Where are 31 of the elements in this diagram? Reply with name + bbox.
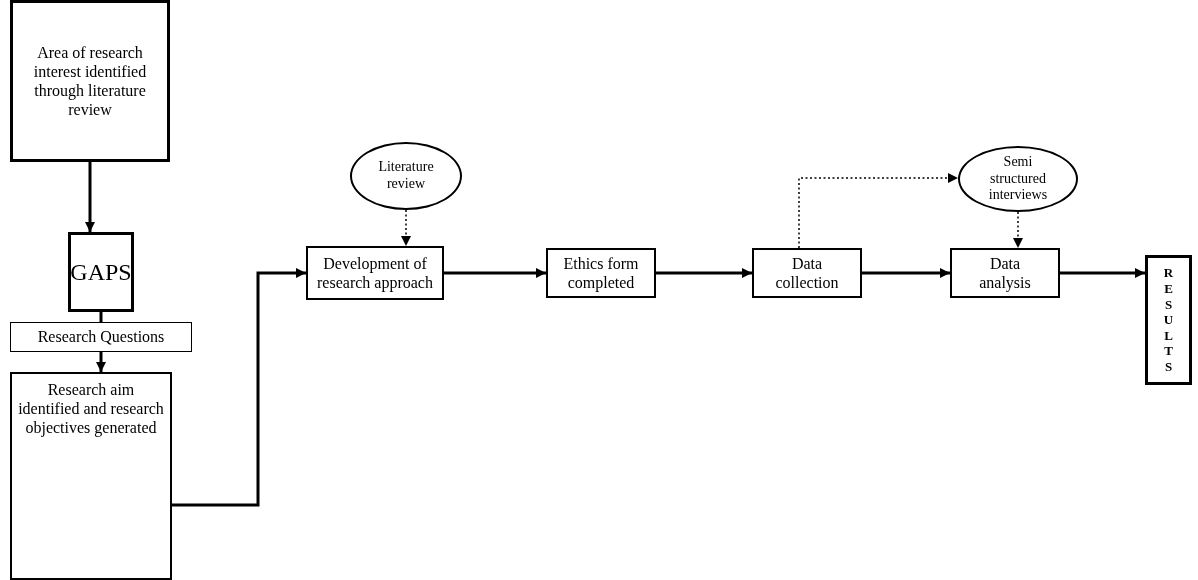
dotted-arrow bbox=[401, 209, 411, 247]
node-label: Development of research approach bbox=[316, 253, 434, 293]
node-label: RESULTS bbox=[1162, 265, 1175, 375]
node-label: GAPS bbox=[70, 257, 132, 287]
process-box bbox=[68, 232, 134, 312]
arrow bbox=[96, 352, 106, 372]
node-label: Ethics form completed bbox=[562, 253, 640, 293]
dotted-arrow bbox=[1013, 211, 1023, 249]
arrow bbox=[656, 268, 752, 278]
process-box bbox=[10, 0, 170, 162]
node-label: Semi structured interviews bbox=[987, 153, 1049, 205]
arrow bbox=[862, 268, 950, 278]
connector-line bbox=[99, 312, 103, 322]
process-box bbox=[752, 248, 862, 298]
arrow bbox=[172, 268, 306, 507]
node-label: Data collection bbox=[774, 253, 840, 293]
node-label: Literature review bbox=[377, 159, 435, 193]
dotted-arrow bbox=[798, 173, 959, 249]
node-label: Research aim identified and research objectives generated bbox=[17, 380, 165, 438]
node-label: Research Questions bbox=[37, 327, 165, 347]
node-label: Data analysis bbox=[978, 253, 1032, 293]
arrow bbox=[85, 162, 95, 232]
process-box bbox=[10, 372, 172, 580]
arrow bbox=[444, 268, 546, 278]
process-box bbox=[950, 248, 1060, 298]
process-box bbox=[546, 248, 656, 298]
process-box bbox=[1145, 255, 1192, 385]
arrow bbox=[1060, 268, 1145, 278]
node-label: Area of research interest identified through literature review bbox=[32, 42, 148, 120]
process-box bbox=[10, 322, 192, 352]
process-box bbox=[306, 246, 444, 300]
